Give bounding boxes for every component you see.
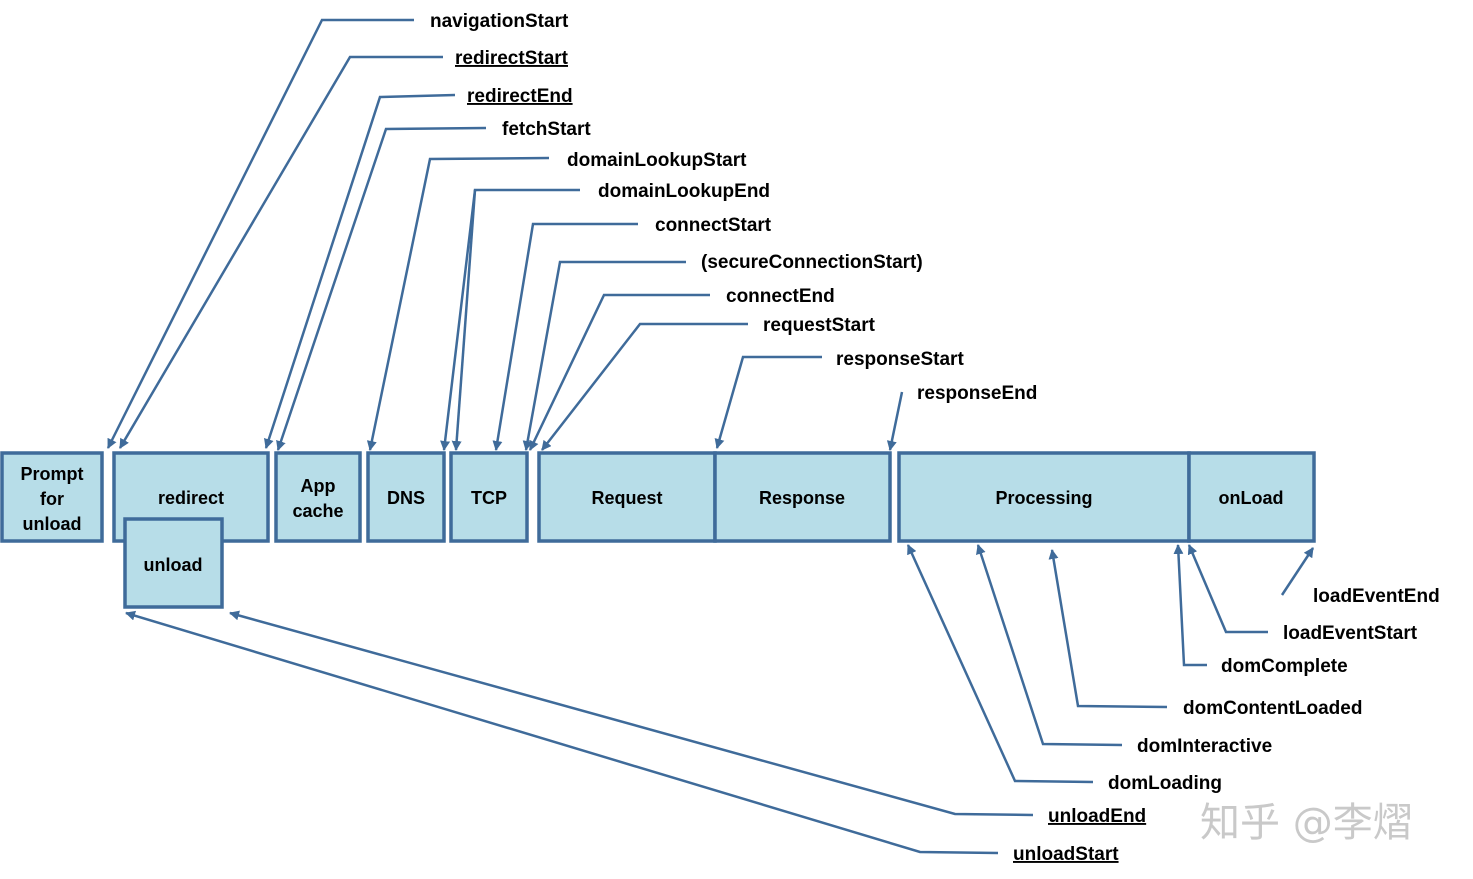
callout-domLoading xyxy=(906,544,1094,784)
phase-prompt-line1: Prompt xyxy=(21,464,84,484)
callout-domainLookupEnd-b xyxy=(451,189,477,451)
label-domContentLoaded: domContentLoaded xyxy=(1183,698,1362,719)
label-navigationStart: navigationStart xyxy=(430,11,569,32)
watermark: 知乎 @李熠 xyxy=(1200,800,1413,846)
callout-connectEnd xyxy=(528,293,710,451)
phase-response-label: Response xyxy=(759,488,845,508)
callout-lines-bottom xyxy=(125,544,1315,855)
phase-dns: DNS xyxy=(366,451,446,543)
phase-onload: onLoad xyxy=(1187,451,1316,543)
callout-responseEnd xyxy=(886,391,904,451)
phase-processing-label: Processing xyxy=(995,488,1092,508)
label-redirectEnd: redirectEnd xyxy=(467,86,573,107)
phase-request: Request xyxy=(537,451,717,543)
callout-domContentLoaded xyxy=(1048,549,1168,709)
phase-tcp: TCP xyxy=(449,451,529,543)
phase-app-cache-line2: cache xyxy=(292,501,343,521)
callout-navigationStart xyxy=(106,18,414,449)
label-domLoading: domLoading xyxy=(1108,773,1222,794)
label-requestStart: requestStart xyxy=(763,315,876,336)
label-domInteractive: domInteractive xyxy=(1137,736,1272,757)
label-secureConnectionStart: (secureConnectionStart) xyxy=(701,252,923,273)
phase-prompt-line2: for xyxy=(40,489,64,509)
callout-redirectStart xyxy=(118,55,443,449)
label-domComplete: domComplete xyxy=(1221,656,1348,677)
callout-loadEventStart xyxy=(1187,544,1268,634)
callout-loadEventEnd xyxy=(1280,547,1315,596)
phase-redirect-label: redirect xyxy=(158,488,224,508)
callout-domainLookupStart xyxy=(366,156,550,451)
label-loadEventStart: loadEventStart xyxy=(1283,623,1418,644)
callout-secureConnectionStart xyxy=(522,260,686,451)
label-responseStart: responseStart xyxy=(836,349,964,370)
callout-unloadStart xyxy=(125,610,999,855)
callout-domInteractive xyxy=(976,544,1123,747)
callout-connectStart xyxy=(492,222,638,451)
phase-prompt-line3: unload xyxy=(23,514,82,534)
phase-app-cache: App cache xyxy=(274,451,362,543)
callout-redirectEnd xyxy=(264,93,456,449)
callout-lines-top xyxy=(106,18,904,451)
callout-fetchStart xyxy=(276,126,487,451)
label-connectEnd: connectEnd xyxy=(726,286,835,307)
phase-unload: unload xyxy=(123,517,224,609)
phase-unload-label: unload xyxy=(144,555,203,575)
phase-processing: Processing xyxy=(897,451,1191,543)
phase-request-label: Request xyxy=(591,488,662,508)
phase-dns-label: DNS xyxy=(387,488,425,508)
phase-app-cache-line1: App xyxy=(301,476,336,496)
label-unloadStart: unloadStart xyxy=(1013,844,1119,865)
label-redirectStart: redirectStart xyxy=(455,48,569,69)
label-fetchStart: fetchStart xyxy=(502,119,591,140)
callout-requestStart xyxy=(541,322,748,451)
phase-response: Response xyxy=(713,451,892,543)
label-domainLookupStart: domainLookupStart xyxy=(567,150,747,171)
phase-prompt-for-unload: Prompt for unload xyxy=(0,451,104,543)
label-unloadEnd: unloadEnd xyxy=(1048,806,1146,827)
label-loadEventEnd: loadEventEnd xyxy=(1313,586,1440,607)
callout-responseStart xyxy=(714,355,822,449)
phase-tcp-label: TCP xyxy=(471,488,507,508)
label-connectStart: connectStart xyxy=(655,215,772,236)
label-domainLookupEnd: domainLookupEnd xyxy=(598,181,770,202)
callout-unloadEnd xyxy=(229,610,1034,817)
phase-onload-label: onLoad xyxy=(1219,488,1284,508)
callout-domComplete xyxy=(1173,544,1207,667)
label-responseEnd: responseEnd xyxy=(917,383,1037,404)
